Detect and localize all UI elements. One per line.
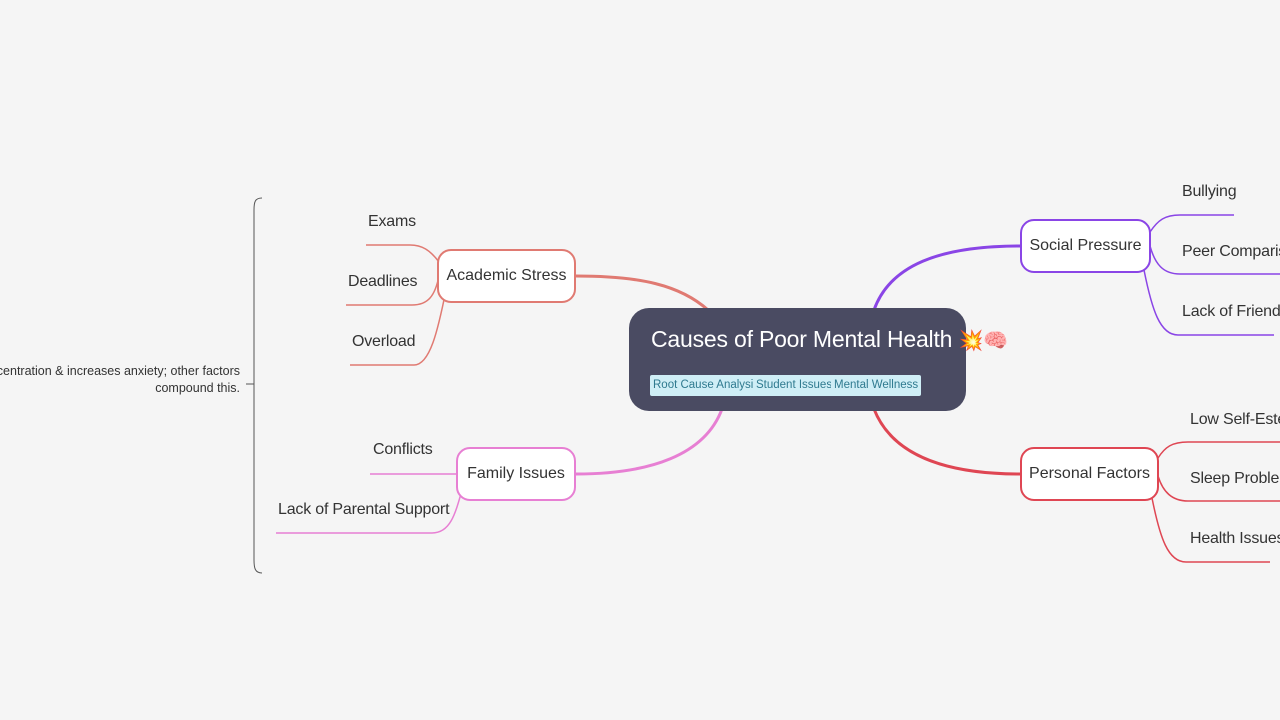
branch-personal-factors[interactable]: Personal Factors: [1020, 447, 1159, 501]
connector-family: [575, 408, 724, 476]
explosion-brain-icon: 💥🧠: [958, 330, 1008, 352]
leaf-sleep-problems[interactable]: Sleep Problems: [1190, 470, 1280, 487]
root-title: Causes of Poor Mental Health 💥🧠: [651, 326, 1008, 353]
branch-family-issues[interactable]: Family Issues: [456, 447, 576, 501]
tag-root-cause-analysis[interactable]: Root Cause Analysis: [650, 375, 763, 396]
root-title-text: Causes of Poor Mental Health: [651, 326, 953, 352]
summary-note[interactable]: concentration & increases anxiety; other…: [0, 363, 240, 397]
leaf-lack-of-friends[interactable]: Lack of Friends: [1182, 303, 1280, 320]
leaf-deadlines[interactable]: Deadlines: [348, 273, 418, 290]
leaf-overload[interactable]: Overload: [352, 333, 416, 350]
branch-social-pressure[interactable]: Social Pressure: [1020, 219, 1151, 273]
tag-student-issues[interactable]: Student Issues: [753, 375, 836, 396]
leaf-conflicts[interactable]: Conflicts: [373, 441, 433, 458]
tag-mental-wellness[interactable]: Mental Wellness: [831, 375, 922, 396]
summary-line-1: concentration & increases anxiety; other…: [0, 364, 240, 378]
summary-bracket: [253, 197, 263, 574]
leaf-bullying[interactable]: Bullying: [1182, 183, 1237, 200]
leaf-health-issues[interactable]: Health Issues: [1190, 530, 1280, 547]
leaf-low-self-esteem[interactable]: Low Self-Esteem: [1190, 411, 1280, 428]
leaf-lack-of-parental-support[interactable]: Lack of Parental Support: [278, 501, 450, 518]
connector-personal: [872, 408, 1021, 476]
branch-academic-stress[interactable]: Academic Stress: [437, 249, 576, 303]
connector-social: [872, 244, 1021, 311]
leaf-exams[interactable]: Exams: [368, 213, 416, 230]
connector-academic: [575, 274, 709, 312]
root-topic[interactable]: Causes of Poor Mental Health 💥🧠 Root Cau…: [629, 308, 1008, 411]
leaf-peer-comparison[interactable]: Peer Comparison: [1182, 243, 1280, 260]
summary-line-2: compound this.: [155, 381, 240, 395]
